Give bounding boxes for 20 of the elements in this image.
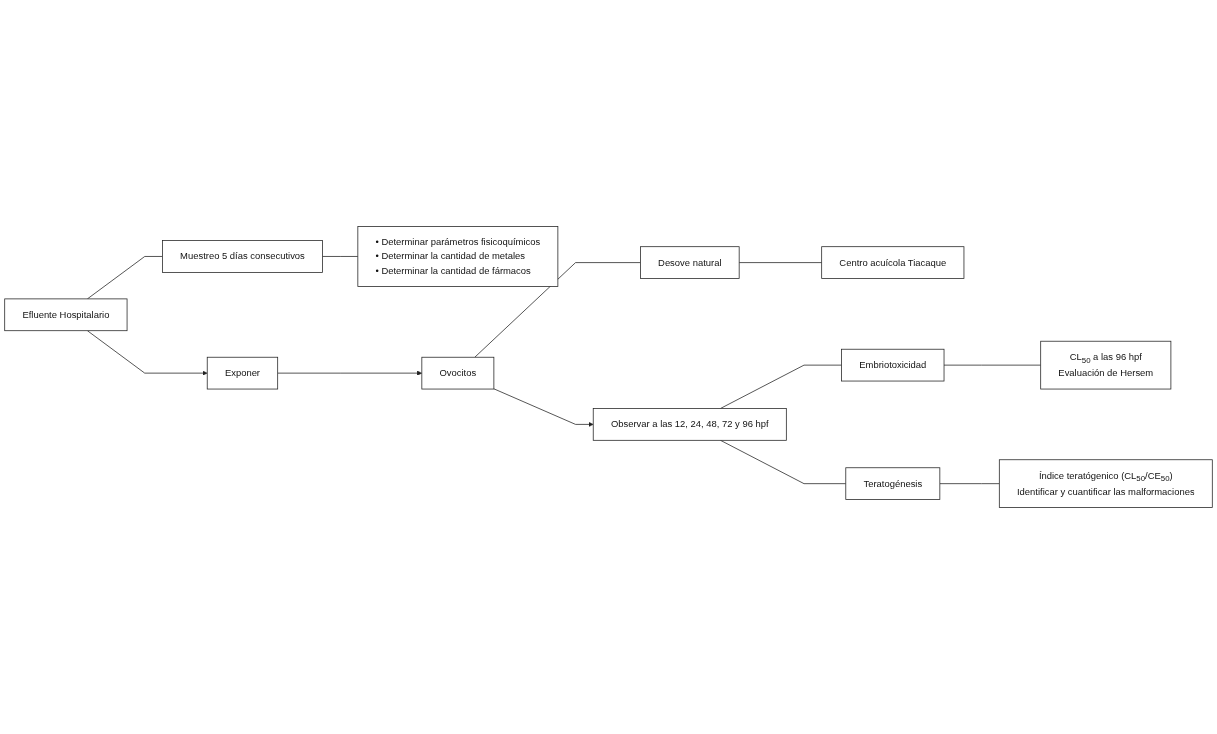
connector [738, 262, 823, 263]
connector [720, 439, 847, 485]
node-box: Muestreo 5 días consecutivos [162, 240, 323, 273]
connector [474, 262, 641, 358]
connector [939, 483, 1000, 485]
connector [720, 364, 842, 409]
node-box: • Determinar parámetros fisicoquímicos • Determinar la cantidad de metales • Determinar la cantidad de fármacos [357, 226, 559, 287]
node-box: Ovocitos [421, 356, 495, 390]
node-box: CL$_{50}$ a las 96 hpf Evaluación de Hersem [1040, 340, 1172, 390]
node-box: Exponer [206, 356, 279, 390]
node-box: Índice teratógenico (CL$_{50}$/CE$_{50}$) Identificar y cuantificar las malformaciones [998, 459, 1213, 508]
node-box: Desove natural [640, 246, 740, 279]
connector [943, 364, 1042, 366]
node-box: Centro acuícola Tiacaque [821, 246, 965, 279]
node-box: Embriotoxicidad [841, 348, 945, 382]
node-box: Observar a las 12, 24, 48, 72 y 96 hpf [592, 408, 787, 441]
connector [87, 256, 163, 300]
connector [322, 256, 359, 257]
node-box: Teratogénesis [845, 467, 941, 500]
node-box: Efluente Hospitalario [4, 298, 128, 332]
